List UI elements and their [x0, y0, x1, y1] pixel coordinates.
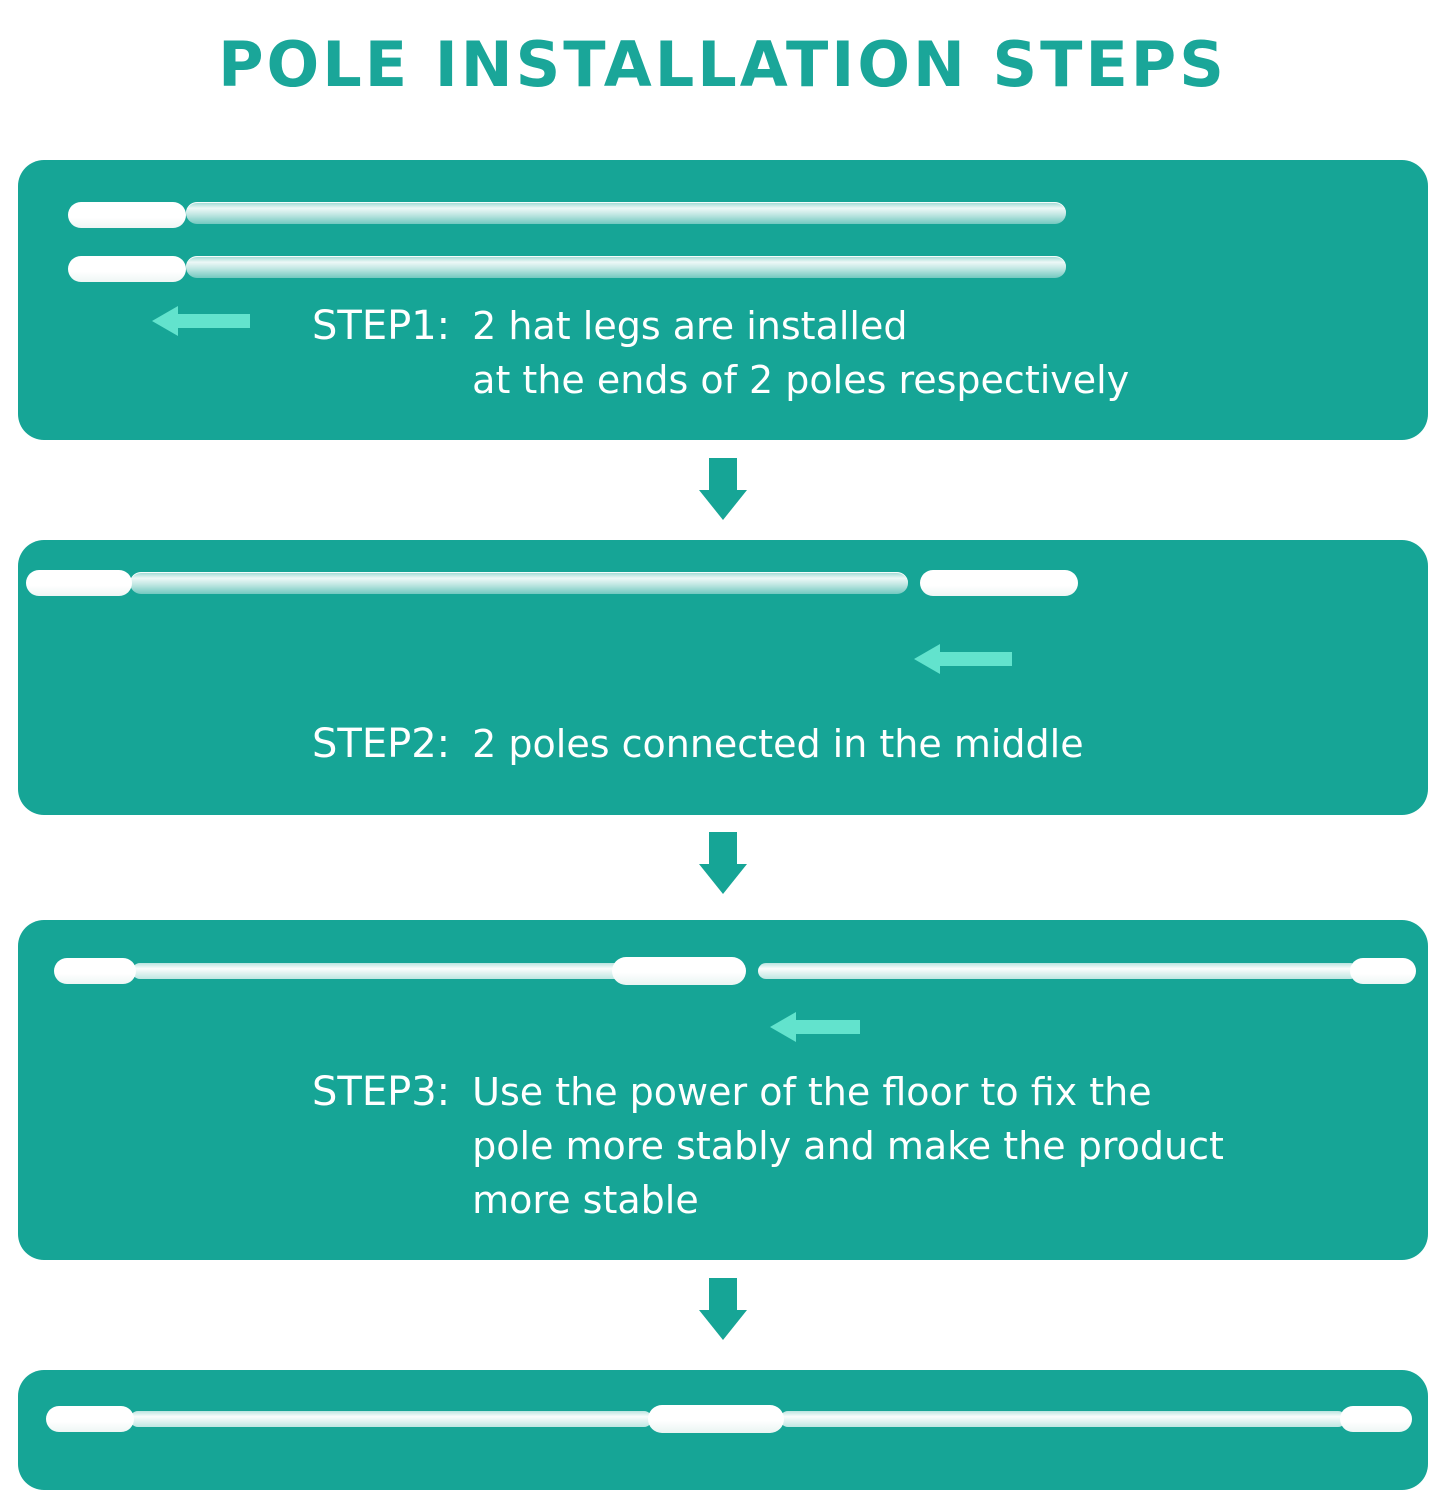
step3-line-1: Use the power of the floor to fix the [472, 1070, 1152, 1114]
arrow-shaft [176, 314, 250, 328]
step3-label: STEP3: [312, 1069, 451, 1115]
step3-line-3: more stable [472, 1177, 699, 1222]
pole-graphic-3 [18, 957, 1428, 988]
step3-line-2: pole more stably and make the product [472, 1123, 1224, 1168]
left-arrow-icon [770, 1012, 860, 1042]
left-arrow-icon [152, 306, 250, 336]
step3-text: Use the power of the floor to fix the po… [472, 1066, 1224, 1228]
down-arrow-icon [699, 1278, 747, 1340]
final-assembly-panel [18, 1370, 1428, 1490]
pole-graphic-4 [18, 1405, 1428, 1436]
hat-leg-cap-left [54, 958, 136, 984]
hat-leg-cap [26, 570, 132, 596]
step1-line-1: 2 hat legs are installed [472, 304, 908, 348]
left-arrow-icon [914, 644, 1012, 674]
arrow-shaft [709, 1278, 737, 1312]
pole-rod-left [132, 963, 624, 979]
step1-text-block: STEP1: 2 hat legs are installed at the e… [312, 300, 1129, 408]
hat-leg-cap-left [46, 1406, 134, 1432]
pole-connector-cap [920, 570, 1078, 596]
hat-leg-cap-right [1340, 1406, 1412, 1432]
pole-joint-collar [648, 1405, 784, 1433]
step2-text-block: STEP2: 2 poles connected in the middle [312, 718, 1084, 772]
step1-panel: STEP1: 2 hat legs are installed at the e… [18, 160, 1428, 440]
arrow-head [699, 864, 747, 894]
down-arrow-icon [699, 458, 747, 520]
pole-rod-right [758, 963, 1358, 979]
arrow-shaft [709, 832, 737, 866]
step2-panel: STEP2: 2 poles connected in the middle [18, 540, 1428, 815]
hat-leg-cap [68, 202, 186, 228]
pole-rod-right [780, 1411, 1346, 1427]
step1-line-2: at the ends of 2 poles respectively [472, 357, 1130, 402]
pole-graphic-1a [46, 202, 1066, 232]
pole-tube [186, 256, 1066, 278]
arrow-shaft [794, 1020, 860, 1034]
step2-line-1: 2 poles connected in the middle [472, 722, 1084, 766]
arrow-head [152, 306, 178, 336]
step2-label: STEP2: [312, 721, 451, 767]
pole-graphic-1b [46, 256, 1066, 286]
hat-leg-cap-right [1350, 958, 1416, 984]
arrow-head [699, 1310, 747, 1340]
arrow-shaft [709, 458, 737, 492]
arrow-head [914, 644, 940, 674]
poster-root: POLE INSTALLATION STEPS STEP1: 2 hat leg… [18, 28, 1428, 1490]
pole-joint-collar [612, 957, 746, 985]
step1-label: STEP1: [312, 303, 451, 349]
page-title: POLE INSTALLATION STEPS [218, 28, 1227, 101]
step2-text: 2 poles connected in the middle [472, 718, 1083, 772]
pole-tube [186, 202, 1066, 224]
step3-panel: STEP3: Use the power of the floor to fix… [18, 920, 1428, 1260]
arrow-shaft [938, 652, 1012, 666]
down-arrow-icon [699, 832, 747, 894]
step3-text-block: STEP3: Use the power of the floor to fix… [312, 1066, 1224, 1228]
pole-graphic-2 [18, 570, 1428, 600]
pole-rod-left [130, 1411, 652, 1427]
step1-text: 2 hat legs are installed at the ends of … [472, 300, 1129, 408]
pole-tube [130, 572, 908, 594]
arrow-head [770, 1012, 796, 1042]
arrow-head [699, 490, 747, 520]
hat-leg-cap [68, 256, 186, 282]
